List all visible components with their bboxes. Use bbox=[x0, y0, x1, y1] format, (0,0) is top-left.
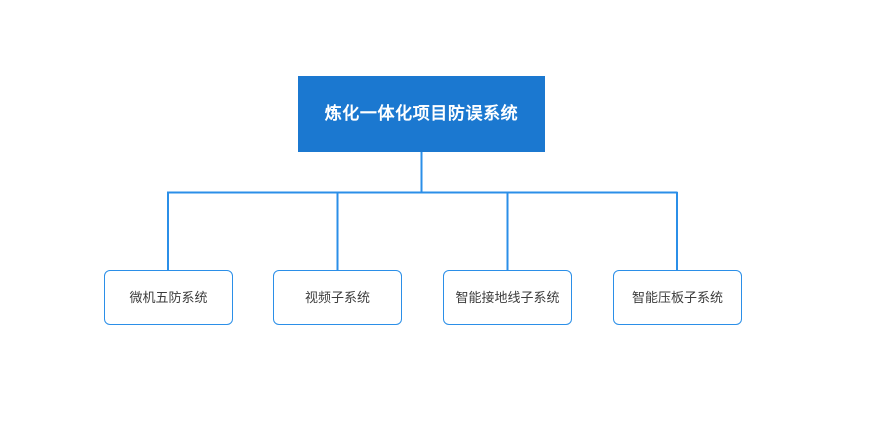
root-node[interactable]: 炼化一体化项目防误系统 bbox=[298, 76, 545, 152]
root-node-label: 炼化一体化项目防误系统 bbox=[324, 103, 519, 123]
child-node-4-label: 智能压板子系统 bbox=[631, 289, 723, 305]
child-node-2-label: 视频子系统 bbox=[304, 289, 370, 305]
child-node-1-label: 微机五防系统 bbox=[129, 289, 208, 305]
child-node-2[interactable]: 视频子系统 bbox=[273, 270, 402, 325]
child-node-1[interactable]: 微机五防系统 bbox=[104, 270, 233, 325]
child-node-3-label: 智能接地线子系统 bbox=[455, 289, 560, 305]
child-node-3[interactable]: 智能接地线子系统 bbox=[443, 270, 572, 325]
child-node-4[interactable]: 智能压板子系统 bbox=[613, 270, 742, 325]
